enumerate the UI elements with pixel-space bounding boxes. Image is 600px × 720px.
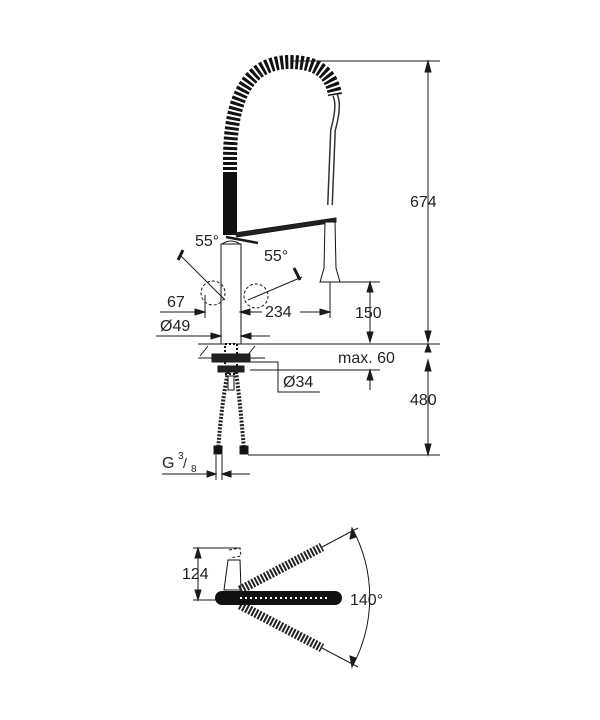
- dim-handle-clearance: 67: [167, 294, 185, 311]
- dim-connection-thread: G: [162, 455, 175, 472]
- dim-thread-denominator: 8: [191, 464, 197, 475]
- faucet-body: [220, 243, 242, 345]
- dim-lever-angle-front: 55°: [195, 233, 220, 250]
- top-view: [193, 526, 371, 669]
- dim-thread-slash: /: [183, 455, 187, 471]
- dim-thread-numerator: 3: [178, 451, 184, 462]
- dim-spout-reach: 234: [265, 304, 292, 321]
- dim-body-diameter: Ø49: [160, 318, 191, 335]
- spring-coil: [223, 54, 342, 235]
- spray-head: [319, 221, 341, 283]
- dim-hose-length: 480: [410, 392, 437, 409]
- dim-lever-angle-rear: 55°: [264, 248, 289, 265]
- dim-total-height: 674: [410, 194, 437, 211]
- dim-spout-clearance: 150: [355, 305, 382, 322]
- swivel-arc: [351, 527, 371, 668]
- dim-max-deck-thickness: max. 60: [338, 350, 395, 367]
- dim-mounting-hole: Ø34: [283, 374, 314, 391]
- dim-top-depth: 124: [182, 566, 209, 583]
- spout-arm: [234, 217, 337, 238]
- dim-swivel-range: 140°: [350, 592, 384, 609]
